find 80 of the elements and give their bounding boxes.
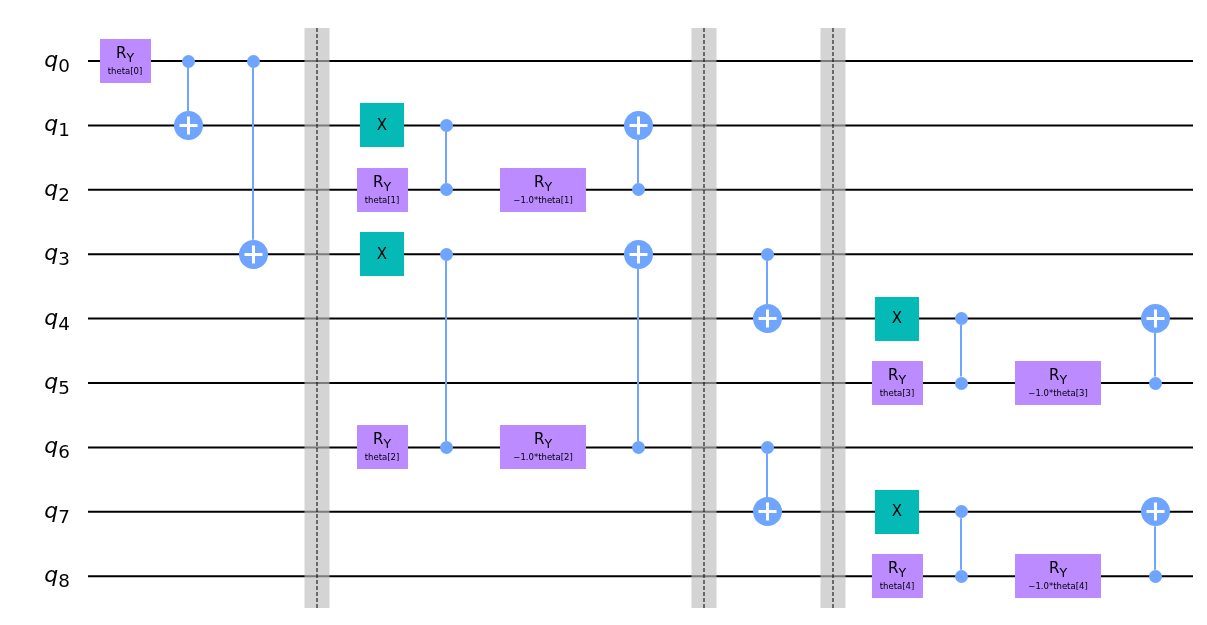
gate-label: R$_{Y}$ [887, 560, 907, 582]
qubit-label: q$_{1}$ [30, 111, 70, 144]
control-dot [439, 440, 453, 454]
target-icon [1140, 497, 1170, 527]
gate-parameter: −1.0*theta[1] [513, 194, 573, 206]
gate-box [1015, 361, 1101, 405]
gate-box [500, 425, 586, 470]
target-icon [173, 110, 203, 140]
gate-box [875, 296, 919, 341]
control-line [766, 259, 768, 306]
gate-label: X [891, 310, 903, 328]
gate-label: X [891, 503, 903, 521]
control-line [445, 130, 447, 185]
gate-box [875, 489, 919, 534]
qubit-label: q$_{0}$ [30, 47, 70, 80]
gate-label: R$_{Y}$ [115, 45, 135, 66]
gate-box [1015, 554, 1101, 599]
control-line [766, 452, 768, 499]
gate-box [360, 232, 404, 277]
gate-label: R$_{Y}$ [372, 173, 392, 195]
control-line [637, 138, 639, 185]
control-line [252, 66, 254, 241]
gate-label: X [376, 116, 388, 134]
gate-box [356, 167, 408, 212]
control-dot [439, 118, 453, 132]
control-dot [954, 312, 968, 326]
control-dot [1148, 376, 1162, 390]
gate-label: R$_{Y}$ [1048, 367, 1068, 388]
control-dot [954, 569, 968, 583]
gate-parameter: −1.0*theta[4] [1028, 581, 1088, 593]
qubit-label: q$_{2}$ [30, 175, 70, 209]
gate-parameter: theta[1] [364, 194, 400, 206]
gate-parameter: theta[2] [364, 452, 400, 464]
qubit-label: q$_{8}$ [30, 562, 70, 595]
control-line [1154, 525, 1156, 571]
control-dot [631, 440, 645, 454]
control-dot [760, 247, 774, 261]
control-dot [954, 505, 968, 519]
control-line [637, 267, 639, 442]
gate-label: R$_{Y}$ [887, 367, 907, 388]
control-dot [760, 440, 774, 454]
control-line [445, 259, 447, 442]
qubit-label: q$_{5}$ [30, 369, 70, 402]
qubit-label: q$_{4}$ [30, 304, 70, 337]
gate-parameter: theta[0] [107, 66, 143, 77]
gate-box [500, 167, 586, 212]
control-dot [246, 54, 260, 68]
target-icon [752, 304, 782, 334]
gate-parameter: −1.0*theta[3] [1028, 388, 1088, 399]
gate-box [871, 554, 923, 599]
gate-label: R$_{Y}$ [533, 173, 553, 195]
target-icon [623, 110, 653, 140]
gate-box [356, 425, 408, 470]
control-line [960, 517, 962, 571]
target-icon [752, 497, 782, 527]
gate-label: R$_{Y}$ [1048, 560, 1068, 582]
control-dot [439, 247, 453, 261]
gate-parameter: theta[4] [879, 581, 915, 593]
control-dot [1148, 569, 1162, 583]
target-icon [238, 239, 268, 269]
gate-box [99, 39, 151, 83]
control-dot [631, 183, 645, 197]
control-dot [954, 376, 968, 390]
qubit-label: q$_{3}$ [30, 240, 70, 273]
control-line [187, 66, 189, 112]
gate-label: R$_{Y}$ [372, 431, 392, 453]
target-icon [1140, 304, 1170, 334]
control-dot [181, 54, 195, 68]
control-line [960, 324, 962, 378]
qubit-label: q$_{6}$ [30, 433, 70, 466]
gate-label: R$_{Y}$ [533, 431, 553, 453]
gate-box [871, 361, 923, 405]
qubit-label: q$_{7}$ [30, 497, 70, 531]
control-dot [439, 183, 453, 197]
gate-box [360, 103, 404, 148]
target-icon [623, 239, 653, 269]
gate-parameter: theta[3] [879, 388, 915, 399]
control-line [1154, 332, 1156, 378]
gate-parameter: −1.0*theta[2] [513, 452, 573, 464]
gate-label: X [376, 245, 388, 263]
